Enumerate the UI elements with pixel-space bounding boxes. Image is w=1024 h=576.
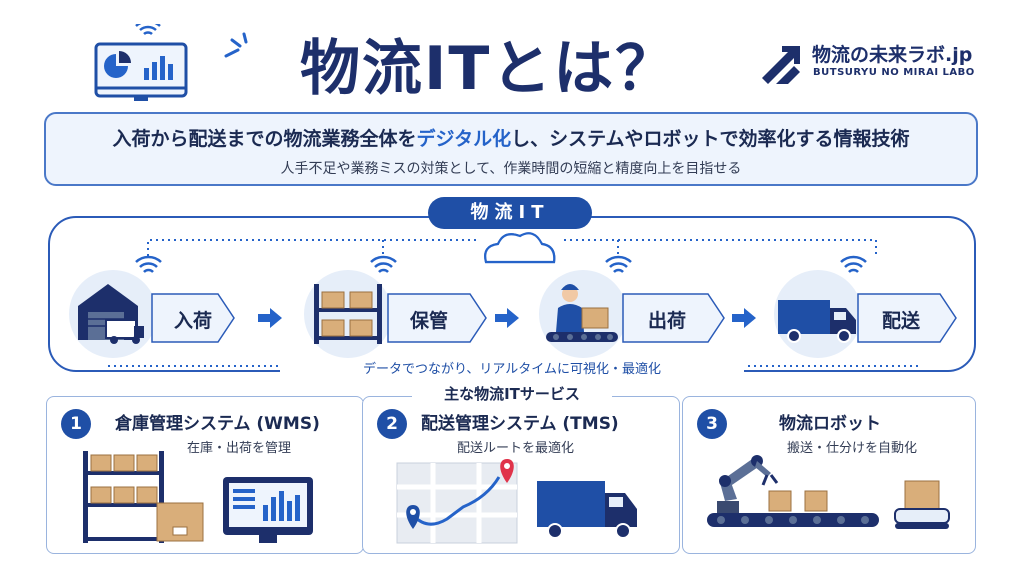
- step-label-inbound: 入荷: [174, 310, 213, 332]
- map-pin-icon: [406, 505, 420, 529]
- card-description: 在庫・出荷を管理: [187, 441, 292, 456]
- flow-caption: データでつながり、リアルタイムに可視化・最適化: [280, 358, 744, 377]
- truck-icon: [778, 300, 856, 343]
- definition-highlight: デジタル化: [416, 128, 512, 150]
- definition-box: 入荷から配送までの物流業務全体をデジタル化し、システムやロボットで効率化する情報…: [44, 112, 978, 186]
- worker-icon: [546, 284, 618, 342]
- definition-main-part1: 入荷から配送までの物流業務全体を: [112, 128, 417, 150]
- definition-main: 入荷から配送までの物流業務全体をデジタル化し、システムやロボットで効率化する情報…: [46, 124, 976, 151]
- flow-diagram: [69, 232, 957, 367]
- step-label-storage: 保管: [410, 310, 449, 332]
- flow-arrow-icon: [258, 308, 756, 328]
- warehouse-shelf-icon: [83, 451, 313, 543]
- monitor-chart-icon: [94, 24, 188, 101]
- card-number: 1: [61, 409, 91, 439]
- card-title: 倉庫管理システム (WMS): [115, 414, 320, 434]
- definition-main-part2: し、システムやロボットで効率化する情報技術: [511, 128, 910, 150]
- services-label: 主な物流ITサービス: [412, 383, 612, 404]
- brand-subtitle: BUTSURYU NO MIRAI LABO: [813, 67, 975, 78]
- card-title: 配送管理システム (TMS): [421, 414, 619, 434]
- brand-logo-icon: [762, 46, 800, 84]
- warehouse-icon: [78, 284, 144, 344]
- service-card-wms: 1 倉庫管理システム (WMS) 在庫・出荷を管理: [46, 396, 364, 554]
- service-card-robot: 3 物流ロボット 搬送・仕分けを自動化: [682, 396, 976, 554]
- card-number: 2: [377, 409, 407, 439]
- spark-icon: [224, 32, 248, 58]
- card-description: 搬送・仕分けを自動化: [787, 441, 918, 456]
- card-description: 配送ルートを最適化: [457, 441, 575, 456]
- step-label-shipping: 出荷: [648, 310, 687, 332]
- definition-sub: 人手不足や業務ミスの対策として、作業時間の短縮と精度向上を目指せる: [280, 161, 742, 177]
- map-route-icon: [396, 459, 637, 544]
- card-title: 物流ロボット: [779, 414, 881, 434]
- shelf-icon: [314, 284, 382, 344]
- brand-name: 物流の未来ラボ.jp: [812, 44, 973, 66]
- card-number: 3: [697, 409, 727, 439]
- flow-label: 物流IT: [428, 197, 592, 229]
- robot-arm-icon: [707, 455, 950, 529]
- service-card-tms: 2 配送管理システム (TMS) 配送ルートを最適化: [362, 396, 680, 554]
- wifi-icon: [135, 255, 867, 273]
- step-label-delivery: 配送: [882, 310, 921, 332]
- page-title: 物流ITとは？: [300, 34, 678, 104]
